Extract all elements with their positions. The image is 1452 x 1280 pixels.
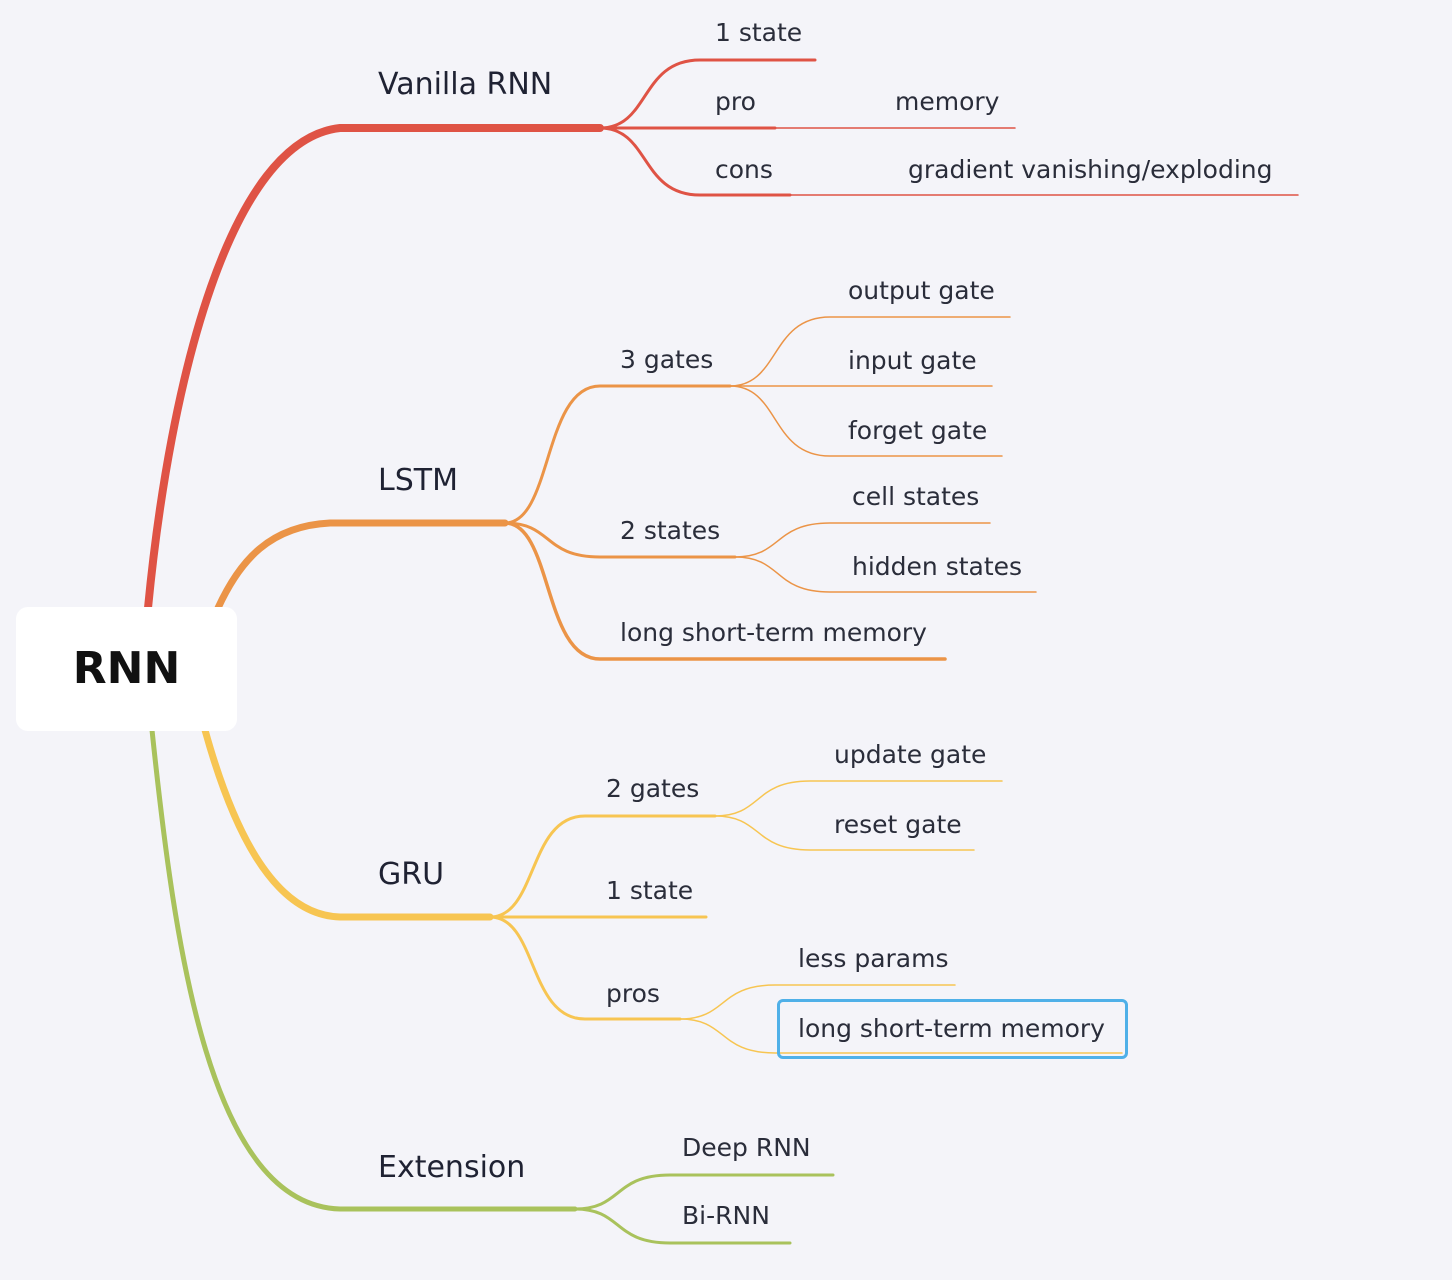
topic-lstm[interactable]: LSTM [378,463,458,498]
topic-extension[interactable]: Extension [378,1150,526,1185]
link-lstm-hidden-states [734,556,1037,593]
lstm-input-gate[interactable]: input gate [848,346,977,375]
gru-subtopic-1-state[interactable]: 1 state [606,876,694,905]
branch-line-lstm [214,519,509,612]
topic-gru[interactable]: GRU [378,857,445,892]
selected-topic-outline [777,999,1128,1059]
link-extension-deep-rnn [573,1173,835,1211]
lstm-subtopic-2-states[interactable]: 2 states [620,516,721,545]
vanilla-subtopic-1-state[interactable]: 1 state [715,18,803,47]
link-lstm-cell-states [734,522,991,558]
link-lstm-lstm-memory [503,521,947,661]
gru-long-short-term-memory[interactable]: long short-term memory [798,1014,1105,1043]
vanilla-subtopic-pro[interactable]: pro [715,87,756,116]
vanilla-subtopic-cons[interactable]: cons [715,155,773,184]
lstm-cell-states[interactable]: cell states [852,482,980,511]
branch-line-extension [149,727,578,1212]
gru-update-gate[interactable]: update gate [834,740,987,769]
link-lstm-2-states [503,521,737,559]
link-extension-bi-rnn [573,1207,792,1245]
lstm-hidden-states[interactable]: hidden states [852,552,1023,581]
extension-deep-rnn[interactable]: Deep RNN [682,1133,811,1162]
gru-reset-gate[interactable]: reset gate [834,810,962,839]
lstm-output-gate[interactable]: output gate [848,276,995,305]
branch-line-vanilla [144,124,604,612]
link-gru-pros [488,915,682,1021]
lstm-forget-gate[interactable]: forget gate [848,416,988,445]
link-vanilla-cons [598,126,792,197]
lstm-subtopic-long-short-term-memory[interactable]: long short-term memory [620,618,927,647]
root-label: RNN [72,643,181,694]
topic-vanilla-rnn[interactable]: Vanilla RNN [378,67,553,102]
link-gru-update-gate [714,780,1003,817]
link-vanilla-1-state [598,58,817,130]
gru-subtopic-pros[interactable]: pros [606,979,660,1008]
link-gru-long-memory [679,1018,1123,1054]
gru-less-params[interactable]: less params [798,944,949,973]
link-gru-less-params [679,984,956,1020]
root-node[interactable]: RNN [16,607,237,731]
branch-line-gru [201,726,494,921]
link-gru-2-gates [488,814,717,919]
vanilla-cons-gradient[interactable]: gradient vanishing/exploding [908,155,1273,184]
extension-bi-rnn[interactable]: Bi-RNN [682,1201,770,1230]
lstm-subtopic-3-gates[interactable]: 3 gates [620,345,714,374]
link-lstm-3-gates [503,384,732,525]
gru-subtopic-2-gates[interactable]: 2 gates [606,774,700,803]
link-lstm-forget-gate [729,385,1003,457]
link-lstm-output-gate [729,316,1011,387]
link-gru-reset-gate [714,815,975,851]
vanilla-pro-memory[interactable]: memory [895,87,1000,116]
